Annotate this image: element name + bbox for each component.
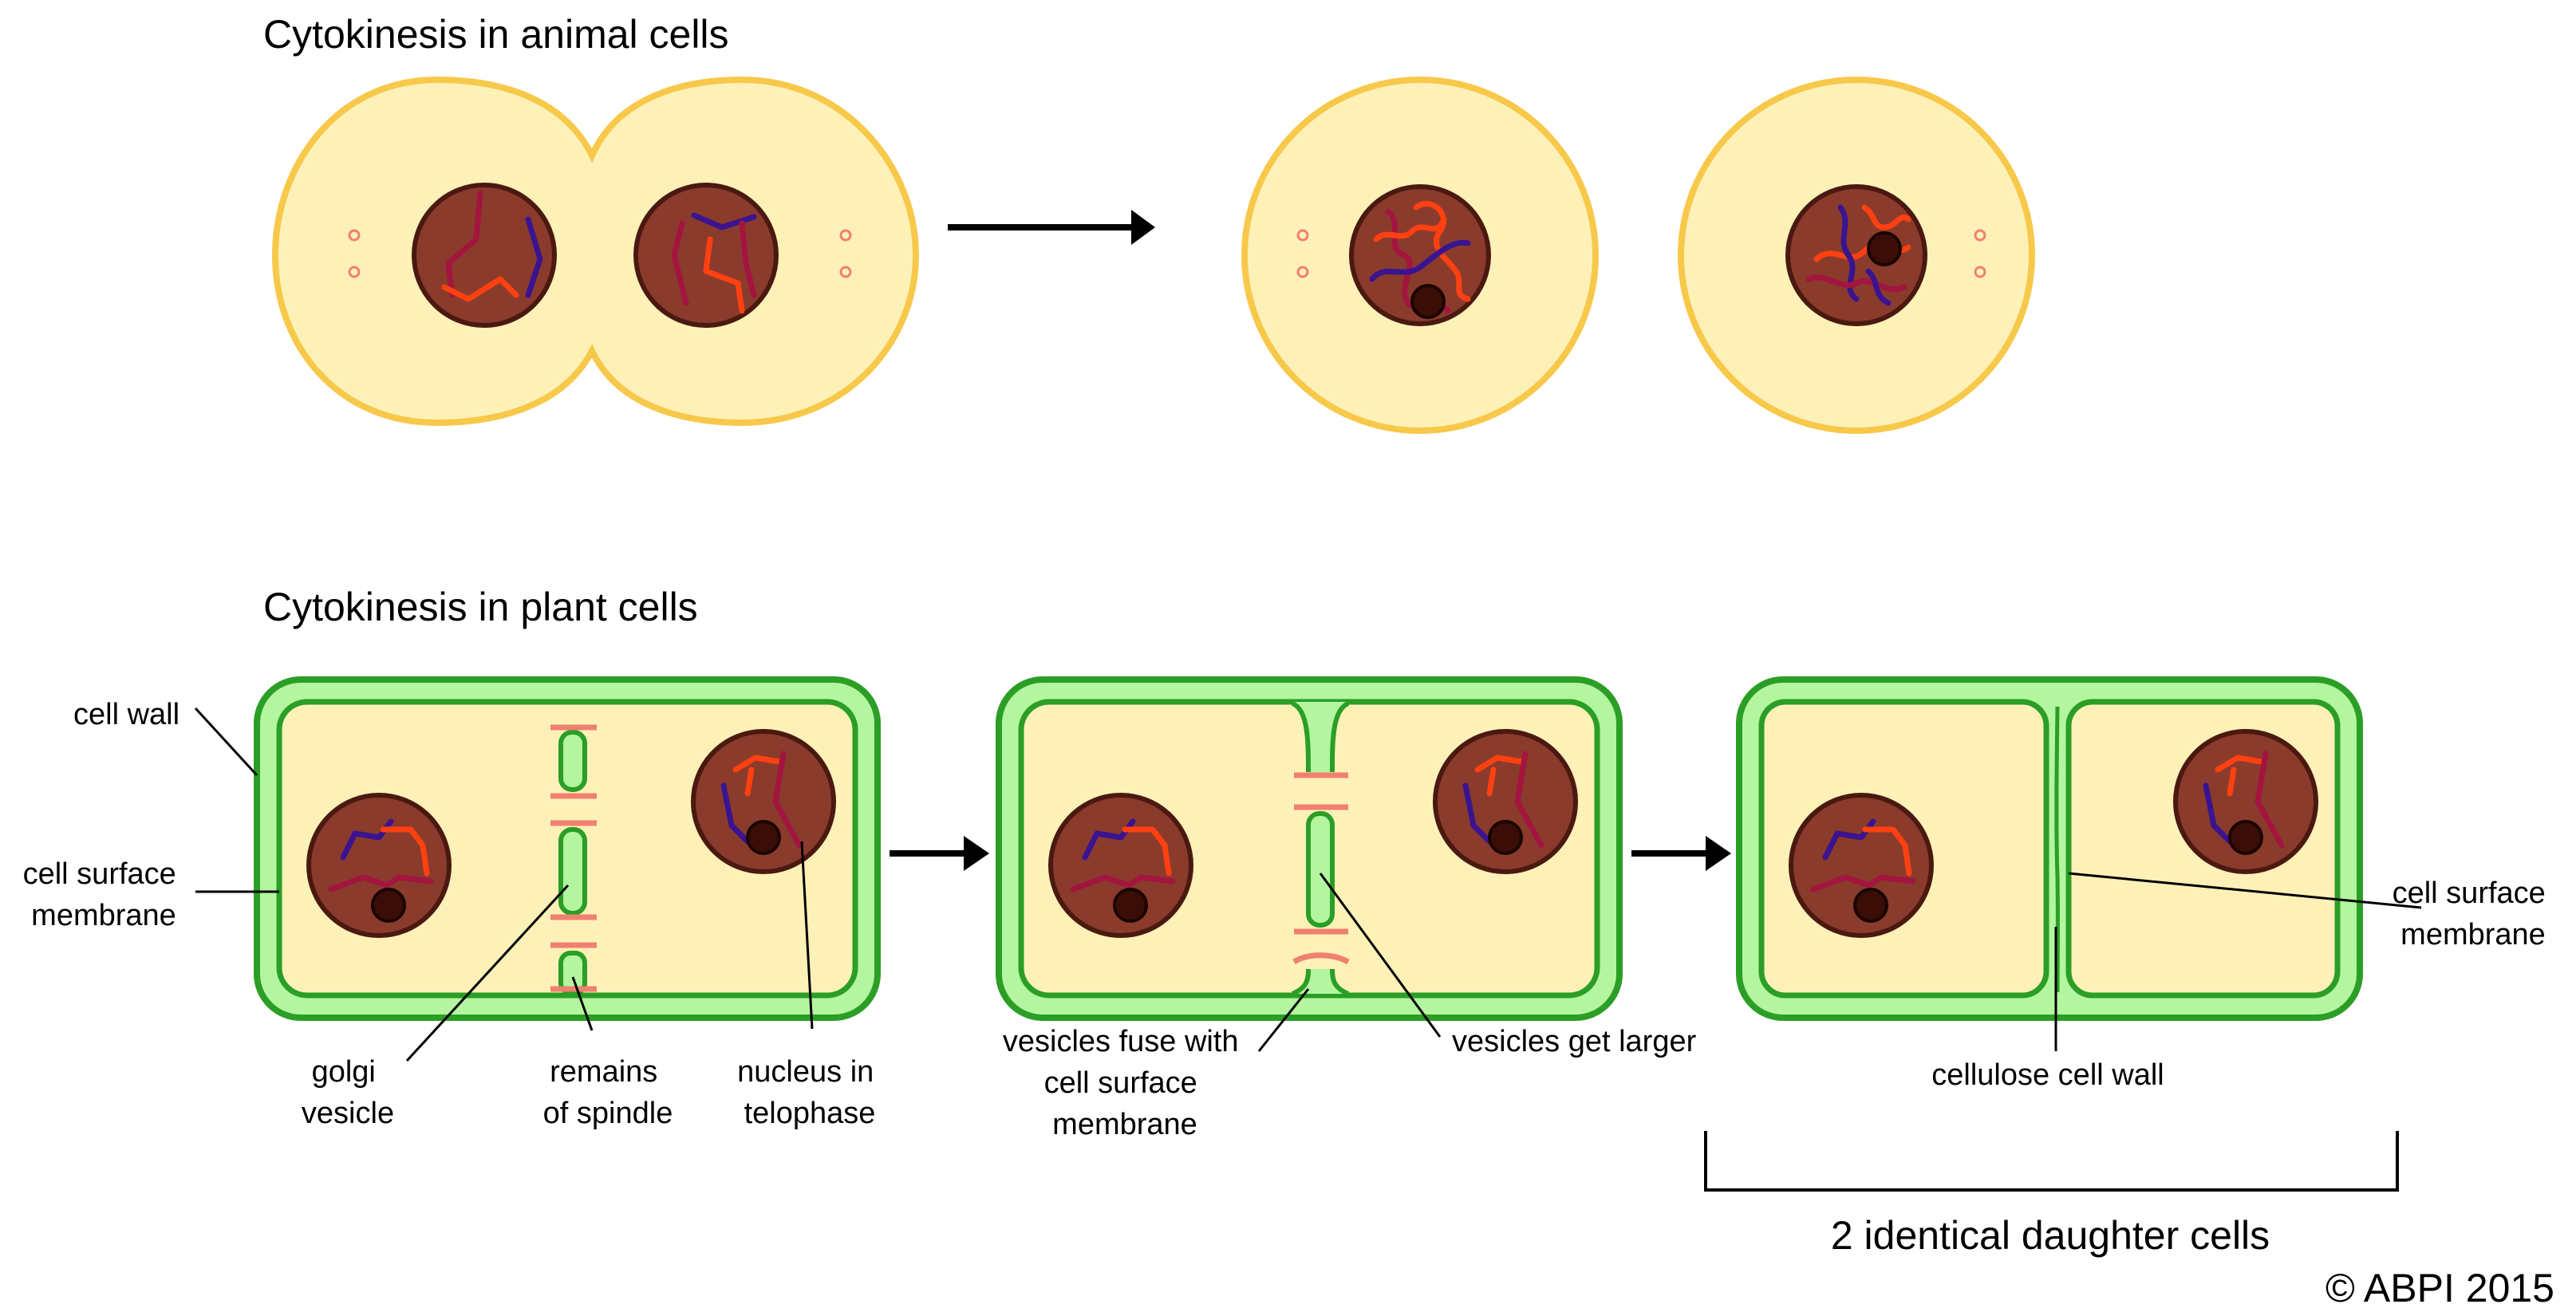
plant-cell-1 [254, 676, 881, 1021]
label-vesicles-fuse: vesicles fuse with cell surface membrane [1003, 1025, 1247, 1141]
label-nucleus-in-telophase: nucleus in telophase [737, 1055, 882, 1130]
label-golgi-vesicle: golgi vesicle [302, 1055, 394, 1130]
label-remains-of-spindle: remains of spindle [543, 1055, 673, 1130]
plant1-nucleus-right [693, 731, 834, 872]
animal-dividing-cell [271, 76, 920, 427]
nucleus-daughter-1 [1351, 187, 1489, 324]
animal-daughter-cell-1 [1241, 77, 1599, 434]
title-animal: Cytokinesis in animal cells [263, 12, 729, 57]
label-cell-wall: cell wall [73, 698, 179, 731]
golgi-vesicles [550, 724, 597, 995]
plant3-nucleus-left [1791, 795, 1931, 936]
nucleus-right [636, 185, 776, 325]
label-cellulose-cell-wall: cellulose cell wall [1931, 1058, 2164, 1092]
label-cell-surface-membrane-left: cell surface membrane [23, 857, 185, 932]
label-cell-surface-membrane-right: cell surface membrane [2393, 877, 2554, 951]
plant3-nucleus-right [2176, 731, 2316, 872]
plant-cell-2 [996, 676, 1623, 1021]
title-plant: Cytokinesis in plant cells [263, 585, 698, 629]
plant2-nucleus-left [1051, 795, 1191, 936]
plant2-nucleus-right [1435, 731, 1576, 872]
nucleus-left [414, 185, 554, 325]
label-daughter-cells: 2 identical daughter cells [1831, 1213, 2270, 1258]
daughter-cells-bracket [1704, 1131, 2399, 1192]
animal-daughter-cell-2 [1678, 77, 2035, 434]
nucleus-daughter-2 [1788, 187, 1925, 324]
label-vesicles-get-larger: vesicles get larger [1452, 1025, 1697, 1058]
plant1-nucleus-left [309, 795, 449, 936]
plant-cell-3 [1736, 676, 2363, 1021]
arrow-animal [948, 210, 1155, 245]
arrow-plant-2 [1631, 836, 1731, 871]
arrow-plant-1 [890, 836, 989, 871]
leader-lines [194, 707, 2422, 1062]
copyright: © ABPI 2015 [2326, 1266, 2554, 1310]
